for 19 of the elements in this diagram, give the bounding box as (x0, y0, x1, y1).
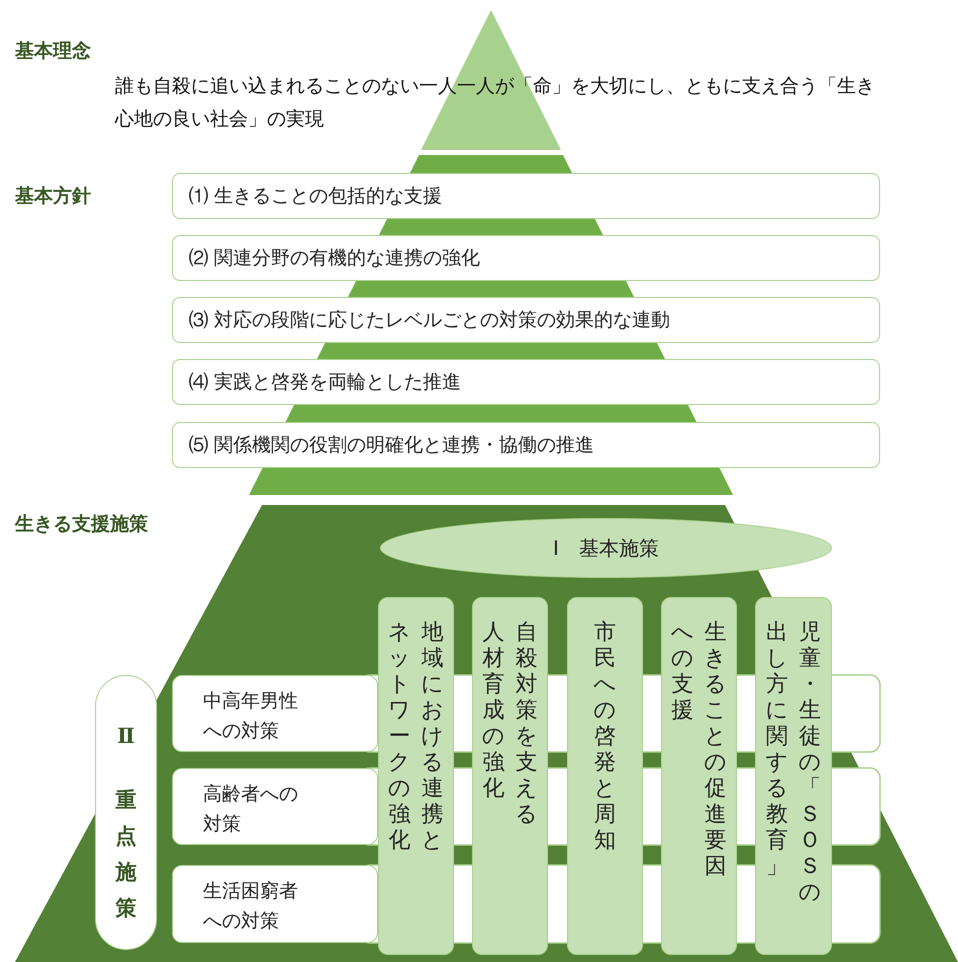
policy-box: ⑸ 関係機関の役割の明確化と連携・協働の推進 (172, 422, 880, 468)
pill-text: 重点施策 (114, 787, 138, 922)
measure-box: 児童・生徒の「ＳＯＳの出し方に関する教育」 (755, 597, 832, 955)
measure-box: 生きることの促進要因への支援 (661, 597, 737, 955)
measure-box: 自殺対策を支える人材育成の強化 (472, 597, 548, 955)
measure-box: 地域における連携とネットワークの強化 (378, 597, 454, 955)
policy-box: ⑴ 生きることの包括的な支援 (172, 173, 880, 219)
policy-box: ⑶ 対応の段階に応じたレベルごとの対策の効果的な連動 (172, 297, 880, 343)
heading: 基本方針 (15, 184, 91, 209)
measure-box: 中高年男性への対策 (172, 675, 378, 752)
numeral-label: Ⅱ (116, 722, 136, 750)
statement-text: 誰も自殺に追い込まれることのない一人一人が「命」を大切にし、ともに支え合う「生き心地の良い社会」の実現 (115, 74, 876, 132)
policy-box: ⑷ 実践と啓発を両輪とした推進 (172, 359, 880, 405)
measure-box: 高齢者への対策 (172, 768, 378, 845)
heading: 基本理念 (15, 39, 91, 64)
policy-box: ⑵ 関連分野の有機的な連携の強化 (172, 235, 880, 281)
heading: 生きる支援施策 (15, 512, 148, 537)
measure-box: 生活困窮者への対策 (172, 865, 378, 943)
measure-box: 市民への啓発と周知 (567, 597, 643, 955)
